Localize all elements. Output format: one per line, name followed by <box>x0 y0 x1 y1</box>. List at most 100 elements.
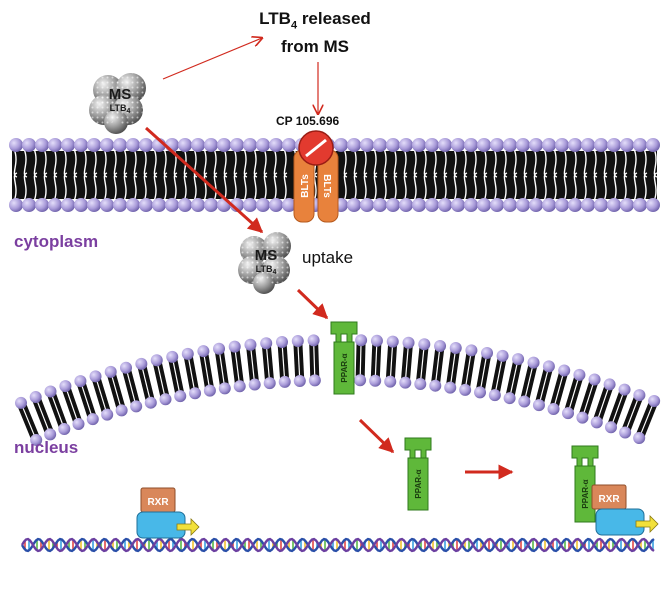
nuclear-lipid-head <box>648 394 661 407</box>
lipid-head <box>529 138 543 152</box>
nuclear-lipid-tail <box>624 394 640 433</box>
lipid-head <box>503 138 517 152</box>
nuclear-lipid-head <box>399 376 412 389</box>
lipid-head <box>438 198 452 212</box>
lipid-head <box>607 198 621 212</box>
nuclear-lipid-tail <box>297 341 301 382</box>
lipid-tail <box>513 172 518 202</box>
lipid-head <box>230 138 244 152</box>
nuclear-lipid-head <box>354 374 367 387</box>
lipid-tail <box>523 148 528 178</box>
lipid-tail <box>73 172 78 202</box>
nuclear-lipid-head <box>30 433 43 446</box>
lipid-tail <box>533 172 538 202</box>
lipid-tail <box>73 148 78 178</box>
lipid-tail <box>373 172 378 202</box>
arrow-uptake-to-ppar <box>296 288 329 320</box>
lipid-head <box>126 138 140 152</box>
nuclear-lipid-tail <box>171 356 181 397</box>
lipid-tail <box>273 172 278 202</box>
lipid-head <box>113 138 127 152</box>
nuclear-lipid-head <box>197 345 210 358</box>
nuclear-lipid-head <box>459 383 472 396</box>
lipid-head <box>594 198 608 212</box>
lipid-head <box>282 138 296 152</box>
lipid-head <box>61 198 75 212</box>
lipid-head <box>22 198 36 212</box>
nuclear-lipid-head <box>58 423 71 436</box>
lipid-head <box>386 198 400 212</box>
nuclear-lipid-tail <box>509 358 519 399</box>
lipid-tail <box>63 148 68 178</box>
lipid-head <box>581 198 595 212</box>
lipid-tail <box>593 148 598 178</box>
nuclear-lipid-tail <box>449 347 457 388</box>
nuclear-lipid-head <box>263 377 276 390</box>
nuclear-lipid-tail <box>464 350 472 390</box>
nuclear-lipid-head <box>218 382 231 395</box>
lipid-head <box>438 138 452 152</box>
lipid-head <box>373 198 387 212</box>
nuclear-lipid-head <box>604 421 617 434</box>
lipid-tail <box>263 172 268 202</box>
lipid-tail <box>483 172 488 202</box>
nuclear-lipid-head <box>44 428 57 441</box>
lipid-tail <box>353 148 358 178</box>
nuclear-lipid-head <box>275 336 288 349</box>
lipid-tail <box>33 148 38 178</box>
lipid-head <box>633 138 647 152</box>
nuclear-lipid-tail <box>49 391 65 430</box>
lipid-tail <box>603 148 608 178</box>
lipid-tail <box>253 148 258 178</box>
lipid-head <box>217 138 231 152</box>
lipid-tail <box>563 148 568 178</box>
lipid-head <box>529 198 543 212</box>
lipid-head <box>61 138 75 152</box>
nuclear-lipid-head <box>562 407 575 420</box>
lipid-tail <box>103 172 108 202</box>
nuclear-lipid-head <box>119 361 132 374</box>
lipid-head <box>607 138 621 152</box>
lipid-head <box>191 198 205 212</box>
lipid-head <box>568 198 582 212</box>
nuclear-lipid-tail <box>265 343 271 384</box>
nuclear-membrane <box>14 334 661 446</box>
lipid-tail <box>263 148 268 178</box>
lipid-head <box>87 138 101 152</box>
lipid-head <box>399 198 413 212</box>
lipid-head <box>633 198 647 212</box>
lipid-tail <box>43 148 48 178</box>
lipid-tail <box>533 148 538 178</box>
lipid-head <box>347 198 361 212</box>
lipid-tail <box>383 172 388 202</box>
lipid-tail <box>113 148 118 178</box>
lipid-tail <box>403 148 408 178</box>
lipid-tail <box>313 172 318 202</box>
lipid-tail <box>643 148 648 178</box>
nuclear-lipid-tail <box>187 353 196 394</box>
nuclear-lipid-head <box>14 396 27 409</box>
lipid-head <box>334 138 348 152</box>
lipid-head <box>35 198 49 212</box>
lipid-tail <box>123 172 128 202</box>
lipid-tail <box>193 148 198 178</box>
nuclear-lipid-tail <box>434 345 441 386</box>
lipid-tail <box>213 172 218 202</box>
lipid-tail <box>243 172 248 202</box>
lipid-head <box>542 198 556 212</box>
lipid-head <box>126 198 140 212</box>
microsphere-top: MS LTB4 <box>89 73 146 134</box>
lipid-tail <box>443 172 448 202</box>
nuclear-lipid-head <box>174 390 187 403</box>
lipid-tail <box>493 148 498 178</box>
nuclear-lipid-head <box>496 349 509 362</box>
lipid-head <box>35 138 49 152</box>
lipid-head <box>165 198 179 212</box>
lipid-head <box>22 138 36 152</box>
lipid-tail <box>23 148 28 178</box>
lipid-tail <box>143 172 148 202</box>
ppar-bound: PPAR-α <box>571 445 599 523</box>
lipid-tail <box>503 148 508 178</box>
lipid-head <box>451 198 465 212</box>
nuclear-lipid-tail <box>404 342 410 383</box>
